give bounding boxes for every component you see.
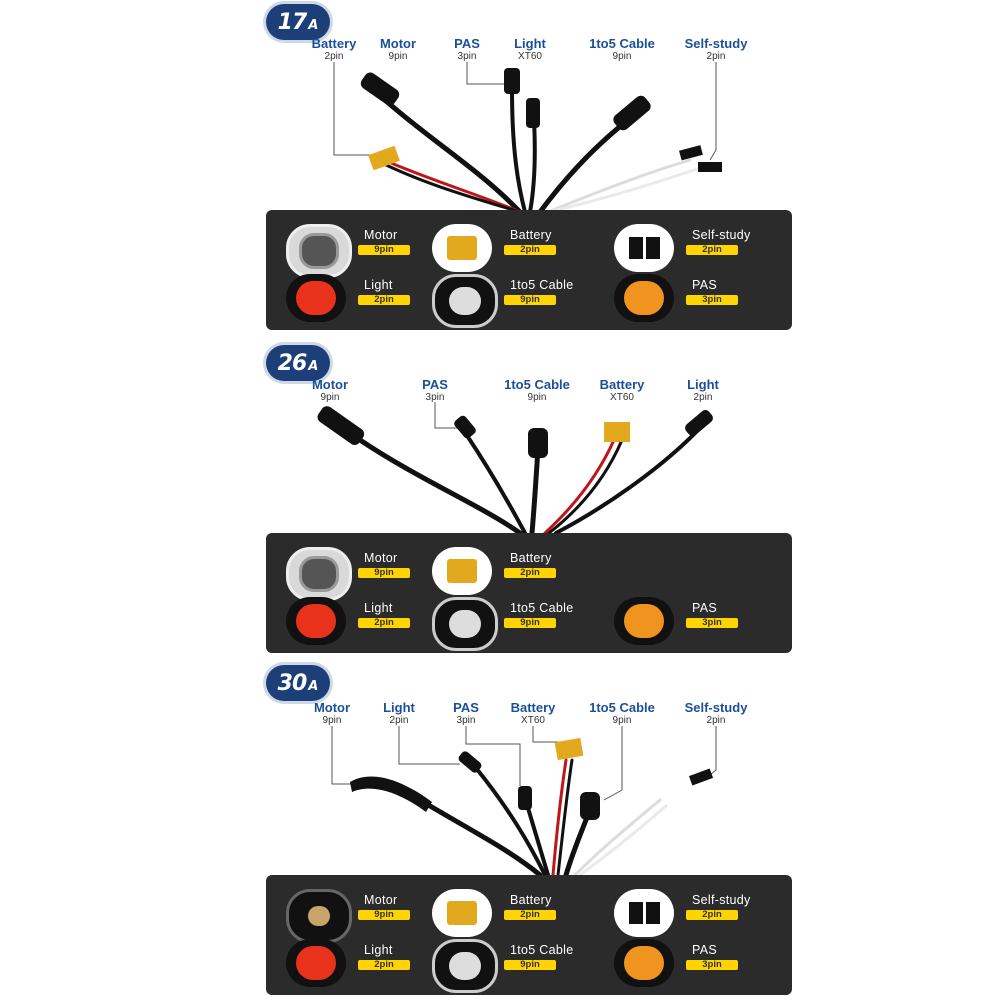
motor-3pin-power-connector-icon xyxy=(286,889,352,943)
self-study-plug-b-icon xyxy=(698,162,722,172)
self-study-plug-icon xyxy=(614,224,674,272)
wire-harness-illustration xyxy=(333,62,722,215)
pas-plug-icon xyxy=(504,68,520,94)
1to5-cable-connector-icon xyxy=(432,939,498,993)
red-light-connector-icon xyxy=(286,597,346,645)
1to5-cable-connector-icon xyxy=(432,597,498,651)
1to5-plug-icon xyxy=(613,95,651,131)
connector-panel-17a: Motor 9pin Battery 2pin Self-study 2pin … xyxy=(266,210,792,330)
xt60-plug-icon xyxy=(368,145,400,171)
xt60-plug-icon xyxy=(554,737,584,761)
1to5-plug-icon xyxy=(580,792,600,820)
self-study-plug-a-icon xyxy=(679,145,703,161)
xt60-battery-connector-icon xyxy=(432,224,492,272)
wire-harness-illustration xyxy=(331,726,717,878)
self-study-plug-icon xyxy=(614,889,674,937)
xt60-battery-connector-icon xyxy=(432,889,492,937)
self-study-plug-icon xyxy=(688,768,714,786)
light-plug-icon xyxy=(458,751,482,773)
connector-panel-30a: Motor 9pin Battery 2pin Self-study 2pin … xyxy=(266,875,792,995)
xt60-battery-connector-icon xyxy=(432,547,492,595)
red-light-connector-icon xyxy=(286,274,346,322)
motor-plug-icon xyxy=(317,406,365,445)
connector-panel-26a: Motor 9pin Battery 2pin Light 2pin 1to5 … xyxy=(266,533,792,653)
orange-pas-connector-icon xyxy=(614,597,674,645)
red-light-connector-icon xyxy=(286,939,346,987)
orange-pas-connector-icon xyxy=(614,939,674,987)
orange-pas-connector-icon xyxy=(614,274,674,322)
motor-9pin-connector-icon xyxy=(286,547,352,601)
light-plug-icon xyxy=(685,410,713,436)
wire-harness-illustration xyxy=(317,402,713,536)
motor-plug-icon xyxy=(350,776,432,812)
pas-plug-icon xyxy=(454,415,476,439)
xt60-plug-icon xyxy=(604,422,630,442)
1to5-plug-icon xyxy=(528,428,548,458)
pas-plug-icon xyxy=(518,786,532,810)
motor-plug-icon xyxy=(360,72,400,106)
1to5-cable-connector-icon xyxy=(432,274,498,328)
motor-9pin-connector-icon xyxy=(286,224,352,278)
light-plug-icon xyxy=(526,98,540,128)
